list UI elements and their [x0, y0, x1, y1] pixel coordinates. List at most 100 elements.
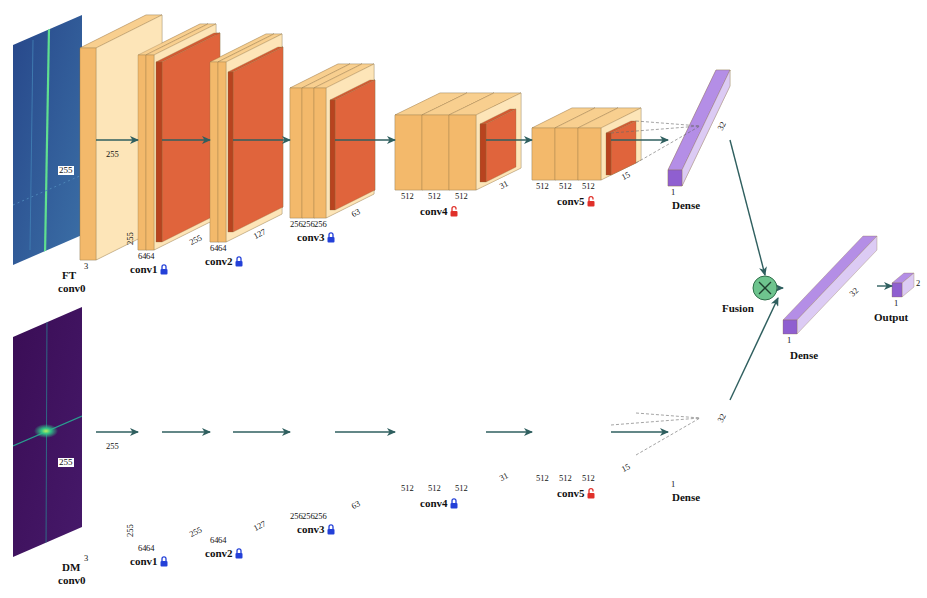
dimension-label: 64 — [138, 252, 147, 261]
dense-layer-front — [668, 170, 682, 186]
flatten-line — [636, 413, 700, 418]
layer-caption: conv0 — [58, 283, 86, 294]
pool-layer-front — [330, 100, 335, 210]
conv-layer-front — [302, 88, 314, 218]
conv-layer-side — [226, 34, 282, 242]
conv-layer-front — [395, 115, 422, 190]
layer-caption: conv2 — [205, 256, 233, 267]
conv-layer-front — [422, 115, 449, 190]
dense-layer: 132Dense — [783, 236, 877, 334]
layer-caption: Fusion — [722, 303, 754, 314]
conv-block: 25625625663conv3 — [290, 88, 335, 218]
dimension-label: 255 — [106, 442, 119, 451]
lock-icon — [328, 525, 335, 535]
dimension-label: 512 — [455, 484, 468, 493]
dense-layer-top — [668, 70, 730, 170]
pool-layer-side — [162, 33, 220, 242]
dense-layer-front — [783, 320, 797, 334]
lock-icon — [236, 257, 243, 267]
dm-image — [13, 307, 82, 557]
lock-shackle — [589, 489, 593, 493]
dimension-label: 512 — [428, 484, 441, 493]
layer-caption: conv1 — [130, 264, 158, 275]
dimension-label: 1 — [671, 480, 675, 489]
lock-shackle — [589, 197, 593, 201]
dimension-label: 31 — [498, 471, 509, 482]
flow-arrow — [335, 431, 395, 432]
dimension-label: 512 — [536, 182, 549, 191]
layer-caption: conv5 — [557, 488, 585, 499]
lock-body — [236, 553, 243, 559]
conv-layer-side — [326, 64, 374, 218]
dimension-label: 512 — [536, 474, 549, 483]
conv-block: 25625625663conv3 — [290, 380, 335, 510]
dimension-label: 512 — [582, 182, 595, 191]
dimension-label: 63 — [350, 499, 361, 510]
flow-arrow — [96, 139, 138, 140]
flow-arrow — [96, 431, 138, 432]
dimension-label: 64 — [146, 252, 155, 261]
conv-block: 51251251215conv5 — [532, 128, 611, 180]
dimension-label: 255 — [188, 525, 203, 538]
dimension-label: 255 — [126, 232, 135, 245]
conv-block: 6464127conv2 — [210, 354, 233, 534]
layer-caption: conv3 — [297, 232, 325, 243]
pool-layer-front — [330, 100, 335, 210]
conv-layer-front — [395, 115, 422, 190]
conv-block: 6464255255conv1 — [138, 55, 162, 250]
dense-layer-front — [892, 283, 902, 297]
dimension-label: 32 — [848, 286, 860, 298]
pool-layer-front — [228, 72, 233, 232]
dimension-label: 1 — [894, 299, 898, 308]
flow-arrow — [730, 140, 765, 275]
conv-layer-front — [555, 128, 578, 180]
conv-layer-front — [422, 115, 449, 190]
dimension-label: 64 — [218, 536, 227, 545]
layer-caption: Dense — [672, 492, 700, 503]
dimension-label: 3 — [84, 554, 88, 563]
layer-caption: Output — [874, 312, 908, 323]
flatten-line — [611, 418, 700, 425]
dimension-label: 256 — [302, 512, 315, 521]
conv-block: 2553DMconv0 — [80, 340, 96, 552]
lock-shackle — [237, 549, 241, 553]
dimension-label: 1 — [787, 336, 791, 345]
dense-layer-front — [668, 170, 682, 186]
lock-shackle — [329, 525, 333, 529]
lock-body — [328, 529, 335, 535]
dimension-label: 2 — [916, 279, 920, 288]
pool-layer-front — [228, 72, 233, 232]
fusion-cross — [759, 282, 771, 294]
pool-layer-front — [156, 62, 162, 242]
conv-layer-side — [326, 64, 374, 218]
input-image: 255 — [13, 15, 82, 265]
dm-image — [13, 307, 82, 557]
dimension-label: 512 — [582, 474, 595, 483]
lock-shackle — [329, 233, 333, 237]
fusion-cross — [759, 282, 771, 294]
conv-layer-front — [138, 55, 146, 250]
pool-layer-front — [606, 133, 611, 175]
flatten-line — [636, 418, 700, 455]
layer-caption: conv0 — [58, 575, 86, 586]
lock-icon — [451, 499, 458, 509]
layer-caption: conv2 — [205, 548, 233, 559]
conv-layer-front — [532, 128, 555, 180]
flow-arrow — [335, 139, 395, 140]
dimension-label: 63 — [350, 207, 361, 218]
lock-shackle — [162, 557, 166, 561]
conv-layer-front — [138, 55, 146, 250]
dense-layer-side — [682, 70, 730, 186]
unlocked-icon — [451, 207, 458, 217]
conv-layer-front — [578, 128, 601, 180]
dimension-label: 64 — [210, 244, 219, 253]
fusion-circle — [753, 276, 777, 300]
conv-layer-front — [218, 62, 226, 242]
pool-layer-front — [606, 133, 611, 175]
dm-line — [13, 416, 82, 446]
dimension-label: 3 — [84, 262, 88, 271]
conv-block: 51251251215conv5 — [532, 420, 611, 472]
conv-layer-front — [578, 128, 601, 180]
